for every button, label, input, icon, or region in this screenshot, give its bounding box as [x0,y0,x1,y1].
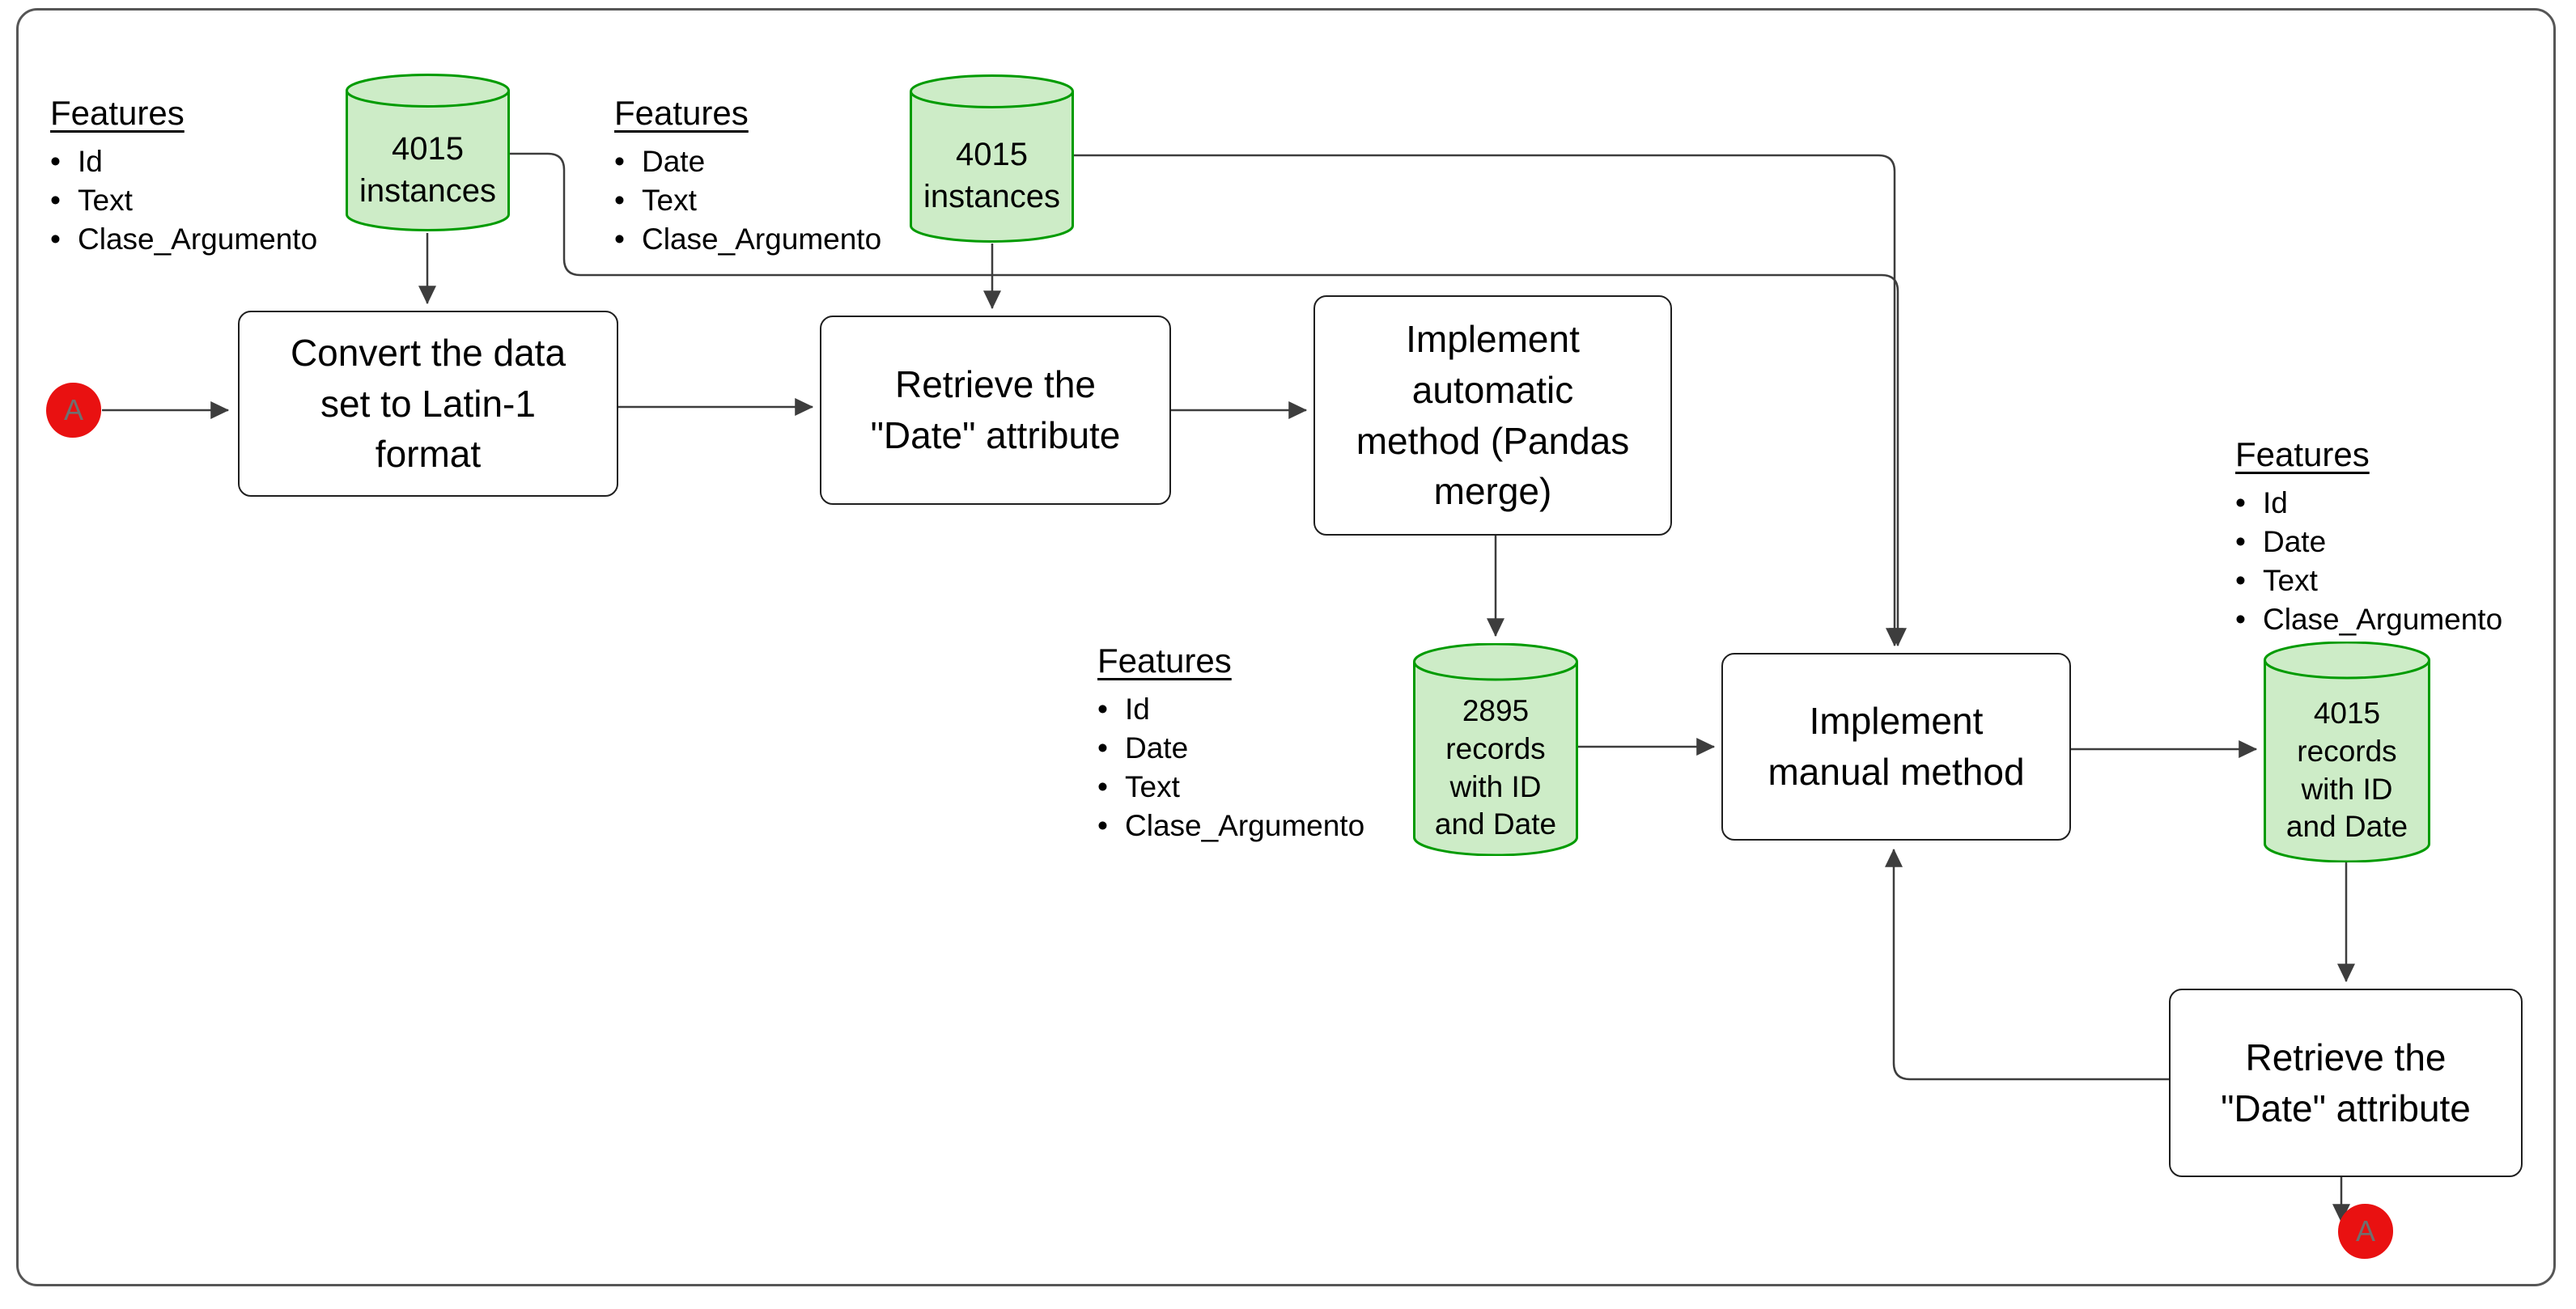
feature-item: •Clase_Argumento [50,222,318,256]
database-4015-instances-1: 4015 instances [346,74,510,231]
bullet-icon: • [1097,693,1108,726]
feature-item: •Id [2235,486,2288,519]
bullet-icon: • [50,222,61,256]
bullet-icon: • [2235,486,2246,519]
feature-item: •Text [1097,770,1180,803]
feature-item: •Date [2235,525,2327,558]
feature-item: •Text [2235,564,2318,597]
feature-list-2: Features •Date •Text •Clase_Argumento [614,95,881,259]
feature-item: •Date [1097,731,1189,765]
process-convert-latin1: Convert the data set to Latin-1 format [238,311,618,497]
process-manual-method: Implement manual method [1721,653,2071,841]
feature-list-1-title: Features [50,94,185,132]
feature-list-4: Features •Id •Date •Text •Clase_Argument… [2235,437,2502,639]
database-cylinder-icon [1413,643,1578,856]
process-manual-method-label: Implement manual method [1768,700,2025,793]
feature-list-4-title: Features [2235,435,2370,473]
process-retrieve-date-1: Retrieve the "Date" attribute [820,316,1171,505]
feature-item: •Id [1097,693,1150,726]
process-retrieve-date-2: Retrieve the "Date" attribute [2169,989,2523,1177]
connector-retrieve2-to-manual-loop [1885,848,2169,1081]
feature-item: •Clase_Argumento [2235,603,2503,636]
bullet-icon: • [614,184,625,217]
bullet-icon: • [2235,525,2246,558]
feature-item: •Clase_Argumento [614,222,882,256]
end-terminator: A [2338,1204,2393,1259]
diagram-frame [16,8,2556,1286]
bullet-icon: • [1097,770,1108,803]
bullet-icon: • [1097,731,1108,765]
bullet-icon: • [2235,603,2246,636]
database-4015-instances-2-label: 4015 instances [923,137,1060,214]
process-automatic-method: Implement automatic method (Pandas merge… [1313,295,1672,536]
feature-item: •Date [614,145,706,178]
end-terminator-label: A [2355,1214,2375,1248]
bullet-icon: • [614,145,625,178]
feature-item: •Clase_Argumento [1097,809,1365,842]
feature-list-3-title: Features [1097,642,1232,680]
database-cylinder-icon [346,74,510,231]
database-cylinder-icon [910,74,1074,243]
bullet-icon: • [1097,809,1108,842]
start-terminator-label: A [63,393,83,426]
feature-list-1: Features •Id •Text •Clase_Argumento [50,95,317,259]
feature-list-2-title: Features [614,94,749,132]
connector-cyl2-to-manual [1074,154,1903,647]
bullet-icon: • [50,184,61,217]
process-retrieve-date-2-label: Retrieve the "Date" attribute [2221,1036,2471,1129]
process-retrieve-date-1-label: Retrieve the "Date" attribute [870,363,1121,456]
bullet-icon: • [614,222,625,256]
feature-item: •Text [50,184,133,217]
database-4015-records-label: 4015 records with ID and Date [2285,697,2408,844]
feature-item: •Text [614,184,697,217]
bullet-icon: • [2235,564,2246,597]
database-4015-records: 4015 records with ID and Date [2264,642,2430,862]
feature-list-3: Features •Id •Date •Text •Clase_Argument… [1097,643,1364,845]
database-4015-instances-1-label: 4015 instances [359,130,496,209]
database-cylinder-icon [2264,642,2430,862]
start-terminator: A [46,383,101,438]
feature-item: •Id [50,145,103,178]
bullet-icon: • [50,145,61,178]
process-convert-latin1-label: Convert the data set to Latin-1 format [290,332,567,476]
database-2895-records: 2895 records with ID and Date [1413,643,1578,856]
database-4015-instances-2: 4015 instances [910,74,1074,243]
process-automatic-method-label: Implement automatic method (Pandas merge… [1356,318,1630,513]
database-2895-records-label: 2895 records with ID and Date [1434,694,1557,841]
